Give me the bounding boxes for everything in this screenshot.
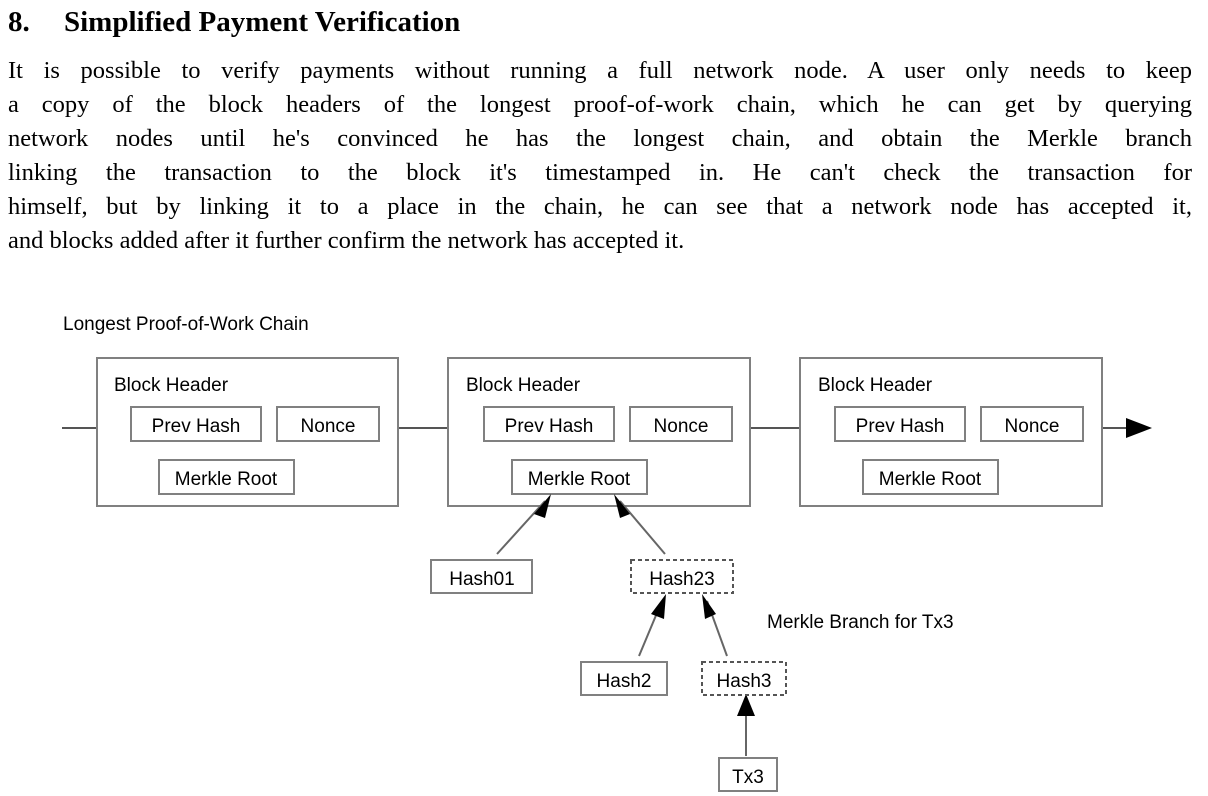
edge-tx3-to-hash3: [737, 694, 755, 756]
block-header-1-title: Block Header: [114, 375, 229, 396]
block-header-3-title: Block Header: [818, 375, 933, 396]
merkle-node-tx3: Tx3: [718, 757, 778, 792]
block-1-nonce-box: [276, 406, 380, 442]
merkle-branch-label: Merkle Branch for Tx3: [767, 612, 954, 633]
diagram-caption: Longest Proof-of-Work Chain: [63, 314, 309, 335]
block-3-merkle-root-box: [862, 459, 999, 495]
block-2-merkle-root-label: Merkle Root: [528, 469, 631, 490]
merkle-node-hash23-label: Hash23: [649, 569, 715, 590]
block-1-merkle-root-box: [158, 459, 295, 495]
block-3-prev-hash-label: Prev Hash: [856, 416, 945, 437]
block-1-nonce-label: Nonce: [301, 416, 356, 437]
page-title: 8. Simplified Payment Verification: [8, 4, 1192, 40]
paragraph-line: network nodes until he's convinced he ha…: [8, 125, 1192, 152]
edge-hash2-to-hash23: [638, 594, 666, 657]
block-2-prev-hash-label: Prev Hash: [505, 416, 594, 437]
block-2-merkle-root-box: [511, 459, 648, 495]
block-header-3: Block Header Prev Hash Nonce Merkle Root: [799, 357, 1103, 507]
section-number: 8.: [8, 6, 30, 38]
block-2-nonce-box: [629, 406, 733, 442]
merkle-node-hash2: Hash2: [580, 661, 668, 696]
block-1-prev-hash-box: [130, 406, 262, 442]
block-header-1: Block Header Prev Hash Nonce Merkle Root: [96, 357, 399, 507]
block-1-merkle-root-label: Merkle Root: [175, 469, 278, 490]
paragraph-line: linking the transaction to the block it'…: [8, 159, 1192, 186]
edge-hash23-to-merkle-root: [614, 494, 666, 555]
merkle-node-hash01-label: Hash01: [449, 569, 515, 590]
block-3-nonce-box: [980, 406, 1084, 442]
chain-connector-outgoing: [1102, 418, 1152, 438]
paragraph-line: It is possible to verify payments withou…: [8, 57, 1192, 84]
merkle-node-hash3: Hash3: [701, 661, 787, 696]
section-title: Simplified Payment Verification: [64, 6, 461, 38]
spv-merkle-diagram: Longest Proof-of-Work Chain Block Header…: [0, 296, 1208, 796]
block-3-nonce-label: Nonce: [1005, 416, 1060, 437]
document-text-block: 8. Simplified Payment Verification It is …: [8, 4, 1192, 258]
edge-hash3-to-hash23: [702, 594, 728, 657]
block-1-prev-hash-label: Prev Hash: [152, 416, 241, 437]
block-2-nonce-label: Nonce: [654, 416, 709, 437]
block-header-2: Block Header Prev Hash Nonce Merkle Root: [447, 357, 751, 507]
edge-hash01-to-merkle-root: [496, 494, 551, 555]
merkle-node-hash2-label: Hash2: [597, 671, 652, 692]
merkle-node-tx3-label: Tx3: [732, 767, 764, 788]
merkle-node-hash01: Hash01: [430, 559, 533, 594]
merkle-node-hash23: Hash23: [630, 559, 734, 594]
block-header-2-title: Block Header: [466, 375, 581, 396]
block-2-prev-hash-box: [483, 406, 615, 442]
block-3-prev-hash-box: [834, 406, 966, 442]
merkle-node-hash3-label: Hash3: [717, 671, 772, 692]
paragraph-line: and blocks added after it further confir…: [8, 227, 685, 254]
body-paragraph: It is possible to verify payments withou…: [8, 54, 1192, 258]
block-3-merkle-root-label: Merkle Root: [879, 469, 982, 490]
paragraph-line: himself, but by linking it to a place in…: [8, 193, 1192, 220]
paragraph-line: a copy of the block headers of the longe…: [8, 91, 1192, 118]
